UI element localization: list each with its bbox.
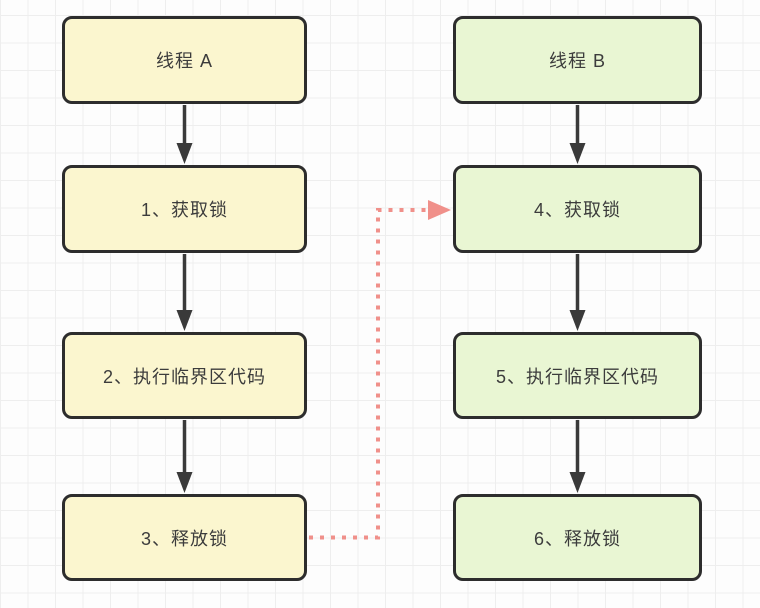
- node-step-4-acquire-lock: 4、获取锁: [453, 165, 702, 253]
- node-step-3-label: 3、释放锁: [140, 528, 228, 549]
- node-step-1-label: 1、获取锁: [140, 200, 228, 220]
- node-thread-b: 线程 B: [453, 16, 702, 104]
- node-step-4-label: 4、获取锁: [533, 200, 621, 220]
- node-step-6-label: 6、释放锁: [533, 528, 621, 549]
- lock-handoff-arrow: [309, 200, 451, 540]
- flow-arrow-b3: [569, 420, 586, 493]
- node-step-2-label: 2、执行临界区代码: [102, 366, 266, 387]
- node-step-1-acquire-lock: 1、获取锁: [62, 165, 307, 253]
- flow-arrow-a1: [176, 105, 193, 164]
- flow-arrow-b2: [569, 254, 586, 331]
- node-step-3-release-lock: 3、释放锁: [62, 494, 307, 581]
- node-step-5-label: 5、执行临界区代码: [495, 366, 659, 387]
- flow-arrow-a3: [176, 420, 193, 493]
- node-step-5-critical-section: 5、执行临界区代码: [453, 332, 702, 419]
- flow-arrow-a2: [176, 254, 193, 331]
- node-thread-a-label: 线程 A: [155, 51, 213, 71]
- flow-arrow-b1: [569, 105, 586, 164]
- node-step-6-release-lock: 6、释放锁: [453, 494, 702, 581]
- node-thread-b-label: 线程 B: [548, 51, 606, 71]
- node-step-2-critical-section: 2、执行临界区代码: [62, 332, 307, 419]
- node-thread-a: 线程 A: [62, 16, 307, 104]
